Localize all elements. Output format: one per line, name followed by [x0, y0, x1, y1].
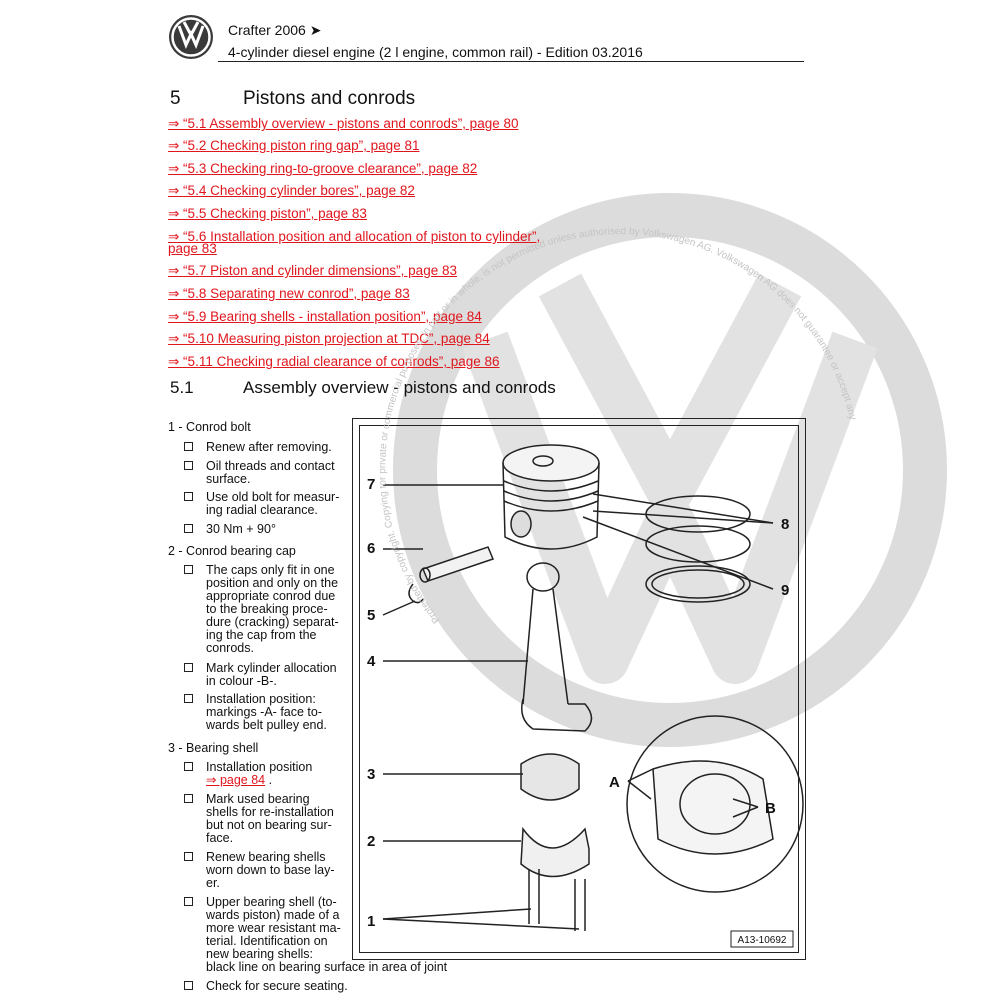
- item-title: 1 - Conrod bolt: [168, 420, 251, 434]
- toc-link-continued[interactable]: page 83: [168, 241, 217, 256]
- bullet: Mark cylinder allocation in colour -B-.: [184, 662, 374, 688]
- checkbox-icon: [184, 461, 193, 470]
- bullet: Mark used bearing shells for re-installa…: [184, 793, 374, 845]
- item-title: 2 - Conrod bearing cap: [168, 544, 296, 558]
- checkbox-icon: [184, 492, 193, 501]
- callout-label: 5: [367, 607, 375, 624]
- checkbox-icon: [184, 565, 193, 574]
- bullet: Renew bearing shells worn down to base l…: [184, 851, 374, 890]
- bullet: Renew after removing.: [184, 441, 374, 454]
- callout-label: 8: [781, 516, 789, 533]
- toc-link[interactable]: ⇒ “5.7 Piston and cylinder dimensions”, …: [168, 263, 457, 278]
- checkbox-icon: [184, 442, 193, 451]
- section-title: Pistons and conrods: [243, 88, 416, 109]
- figure-reference: A13-10692: [738, 935, 787, 946]
- bullet: Upper bearing shell (to- wards piston) m…: [184, 896, 484, 974]
- watermark-text: Protected by copyright. Copying for priv…: [380, 200, 858, 625]
- circlip-icon: [408, 583, 424, 604]
- callout-label: A: [609, 774, 620, 791]
- toc-link[interactable]: ⇒ “5.6 Installation position and allocat…: [168, 229, 541, 244]
- header-title: Crafter 2006 ➤: [228, 22, 322, 38]
- vw-watermark-icon: [393, 193, 947, 747]
- piston-icon: [502, 444, 600, 550]
- checkbox-icon: [184, 694, 193, 703]
- toc-link[interactable]: ⇒ “5.2 Checking piston ring gap”, page 8…: [168, 138, 420, 153]
- toc-link[interactable]: ⇒ “5.9 Bearing shells - installation pos…: [168, 309, 482, 324]
- checkbox-icon: [184, 663, 193, 672]
- exploded-view-figure: 7 6 5 4 3 2 1 8 9 A B A13-10692: [352, 418, 806, 960]
- checkbox-icon: [184, 897, 193, 906]
- callout-label: 6: [367, 540, 375, 557]
- toc-link[interactable]: ⇒ “5.8 Separating new conrod”, page 83: [168, 286, 410, 301]
- toc-link[interactable]: ⇒ “5.5 Checking piston”, page 83: [168, 206, 367, 221]
- bullet: 30 Nm + 90°: [184, 523, 374, 536]
- toc-link[interactable]: ⇒ “5.1 Assembly overview - pistons and c…: [168, 116, 519, 131]
- checkbox-icon: [184, 794, 193, 803]
- toc-link[interactable]: ⇒ “5.10 Measuring piston projection at T…: [168, 331, 490, 346]
- section-number: 5: [170, 88, 181, 109]
- page-link[interactable]: ⇒ page 84: [206, 773, 266, 787]
- conrod-icon: [521, 562, 593, 732]
- callout-label: 1: [367, 913, 375, 930]
- piston-ring-icon: [645, 495, 751, 603]
- figure-frame: [359, 425, 799, 953]
- callout-label: 2: [367, 833, 375, 850]
- callout-label: 7: [367, 476, 375, 493]
- toc-link[interactable]: ⇒ “5.3 Checking ring-to-groove clearance…: [168, 161, 478, 176]
- toc-link[interactable]: ⇒ “5.11 Checking radial clearance of con…: [168, 354, 500, 369]
- bearing-shell-icon: [520, 753, 580, 801]
- callout-label: 3: [367, 766, 375, 783]
- bullet: Check for secure seating.: [184, 980, 374, 993]
- checkbox-icon: [184, 981, 193, 990]
- toc-link[interactable]: ⇒ “5.4 Checking cylinder bores”, page 82: [168, 183, 415, 198]
- checkbox-icon: [184, 852, 193, 861]
- bearing-cap-icon: [520, 826, 590, 878]
- svg-text:Protected by copyright. Copyin: Protected by copyright. Copying for priv…: [380, 200, 858, 625]
- piston-pin-icon: [419, 546, 495, 583]
- piston-conrod-diagram: 7 6 5 4 3 2 1 8 9 A B A13-10692: [367, 444, 804, 948]
- subsection-title: Assembly overview - pistons and conrods: [243, 378, 556, 397]
- callout-label: 4: [367, 653, 376, 670]
- vw-logo-icon: [169, 15, 213, 59]
- checkbox-icon: [184, 762, 193, 771]
- bullet: Use old bolt for measur-ing radial clear…: [184, 491, 374, 517]
- item-title: 3 - Bearing shell: [168, 741, 259, 755]
- header-divider: [218, 61, 804, 62]
- callout-label: 9: [781, 582, 789, 599]
- bullet: The caps only fit in one position and on…: [184, 564, 374, 655]
- callout-label: B: [765, 800, 776, 817]
- checkbox-icon: [184, 524, 193, 533]
- bullet: Installation position: markings -A- face…: [184, 693, 374, 732]
- parts-list: 1 - Conrod bolt Renew after removing. Oi…: [168, 0, 447, 1004]
- bullet: Installation position ⇒ page 84 .: [184, 761, 374, 787]
- subsection-number: 5.1: [170, 378, 194, 397]
- header-subtitle: 4-cylinder diesel engine (2 l engine, co…: [228, 44, 643, 60]
- callout-labels: 7 6 5 4 3 2 1 8 9 A B: [367, 476, 789, 930]
- conrod-bolt-icon: [528, 869, 586, 931]
